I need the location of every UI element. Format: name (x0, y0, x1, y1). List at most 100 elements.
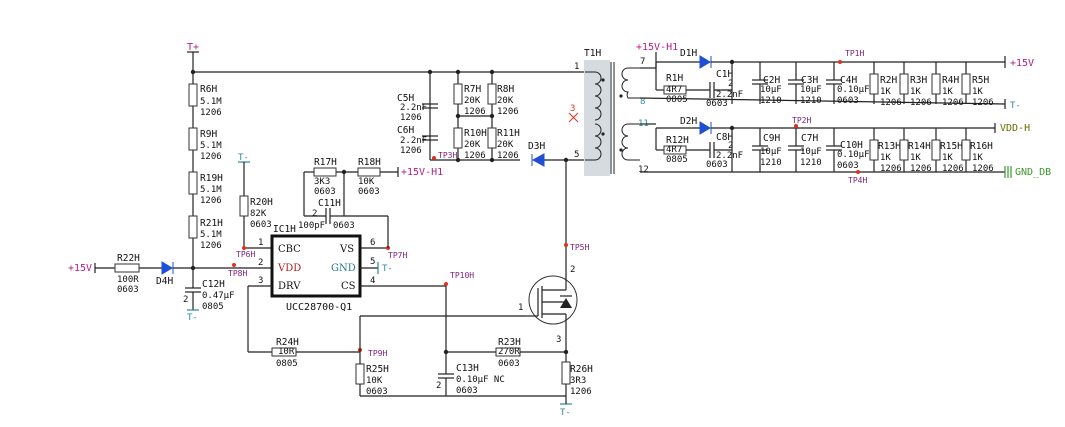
svg-text:0603: 0603 (706, 99, 728, 109)
svg-text:3K3: 3K3 (314, 177, 330, 187)
resistor-r10h: R10H 20K 1206 (464, 128, 487, 161)
t-plus-net: T+ (187, 42, 199, 72)
svg-text:2: 2 (436, 381, 441, 391)
svg-text:2: 2 (728, 141, 733, 151)
svg-text:5.1M: 5.1M (200, 97, 222, 107)
svg-text:R7H: R7H (464, 84, 481, 95)
svg-text:5: 5 (370, 257, 375, 267)
svg-text:1210: 1210 (800, 158, 822, 168)
svg-text:R14H: R14H (908, 141, 931, 152)
svg-text:1206: 1206 (972, 98, 994, 108)
svg-text:1206: 1206 (942, 98, 964, 108)
svg-text:D4H: D4H (156, 276, 173, 287)
svg-text:1210: 1210 (800, 96, 822, 106)
capacitor-c8h: C8H 2 2.2nF 0603 (706, 132, 743, 170)
net-15v-h1: +15V-H1 (401, 167, 443, 178)
capacitor-c5h: C5H 2.2nF 1206 (397, 93, 438, 123)
svg-text:IC1H: IC1H (273, 224, 296, 235)
svg-text:0805: 0805 (276, 359, 298, 369)
svg-text:0603: 0603 (366, 387, 388, 397)
svg-text:10µF: 10µF (800, 147, 822, 157)
svg-text:2.2nF: 2.2nF (716, 151, 743, 161)
svg-text:R17H: R17H (314, 157, 337, 168)
svg-text:4R7: 4R7 (666, 145, 682, 155)
cap-row-2: C9H 10µF 1210 C7H 10µF 1210 C10H 0.10µF … (752, 128, 870, 172)
svg-text:TP10H: TP10H (450, 271, 474, 280)
transformer-t1h: T1H 1 5 3 7 8 11 12 (568, 48, 649, 176)
svg-text:20K: 20K (464, 96, 481, 106)
svg-text:R10H: R10H (464, 128, 487, 139)
svg-text:1206: 1206 (880, 164, 902, 174)
svg-text:1210: 1210 (760, 158, 782, 168)
svg-text:0.10µF: 0.10µF (837, 150, 870, 160)
net-plus15v-in: +15V (68, 263, 92, 274)
svg-text:1206: 1206 (200, 108, 222, 118)
svg-text:1206: 1206 (200, 152, 222, 162)
svg-text:TP2H: TP2H (792, 116, 811, 125)
svg-text:+15V-H1: +15V-H1 (636, 42, 678, 53)
capacitor-c13h: C13H 0.10µF NC 0603 2 (436, 352, 505, 396)
svg-text:R23H: R23H (498, 337, 521, 348)
svg-text:CS: CS (341, 281, 356, 292)
svg-text:5.1M: 5.1M (200, 230, 222, 240)
svg-text:T-: T- (560, 408, 571, 418)
svg-text:R11H: R11H (497, 128, 520, 139)
svg-text:100pF: 100pF (298, 221, 325, 231)
diode-d3h: D3H (528, 141, 545, 167)
svg-text:T1H: T1H (584, 48, 601, 59)
svg-text:CBC: CBC (278, 244, 301, 255)
svg-text:0603: 0603 (706, 160, 728, 170)
svg-text:2.2nF: 2.2nF (716, 90, 743, 100)
resistor-r7h: R7H 20K 1206 (464, 84, 486, 117)
svg-text:D3H: D3H (528, 141, 545, 152)
capacitor-c11h: C11H 100pF 0603 2 (298, 198, 355, 231)
svg-text:VDD: VDD (277, 263, 301, 274)
svg-text:2: 2 (728, 79, 733, 89)
svg-text:UCC28700-Q1: UCC28700-Q1 (286, 302, 352, 313)
resistor-r8h: R8H 20K 1206 (497, 84, 519, 117)
svg-text:R20H: R20H (250, 197, 273, 208)
svg-text:1K: 1K (972, 87, 983, 97)
svg-text:R15H: R15H (940, 141, 963, 152)
resistor-r26h: R26H 3R3 1206 (561, 361, 593, 397)
svg-text:1206: 1206 (200, 196, 222, 206)
svg-text:5.1M: 5.1M (200, 185, 222, 195)
svg-text:1K: 1K (972, 153, 983, 163)
diode-d1h: D1H (680, 48, 712, 69)
res-row-2: R13H 1K 1206 R14H 1K 1206 R15H 1K 1206 R… (869, 128, 994, 174)
resistor-r18h: R18H 10K 0603 (357, 157, 381, 197)
svg-text:10µF: 10µF (760, 147, 782, 157)
svg-text:C10H: C10H (840, 140, 863, 151)
svg-text:TP7H: TP7H (388, 251, 407, 260)
svg-text:1206: 1206 (200, 241, 222, 251)
resistor-r9h: R9H 5.1M 1206 (188, 127, 222, 162)
svg-text:2: 2 (183, 295, 188, 305)
svg-text:R25H: R25H (366, 364, 389, 375)
svg-text:0603: 0603 (314, 187, 336, 197)
svg-text:DRV: DRV (278, 281, 301, 292)
svg-text:TP4H: TP4H (848, 176, 867, 185)
svg-text:0805: 0805 (666, 155, 688, 165)
svg-text:4R7: 4R7 (666, 85, 682, 95)
svg-text:R12H: R12H (666, 135, 689, 146)
svg-text:0805: 0805 (666, 95, 688, 105)
svg-text:0603: 0603 (837, 96, 859, 106)
svg-text:TP9H: TP9H (368, 349, 387, 358)
svg-text:0603: 0603 (250, 220, 272, 230)
svg-text:270R: 270R (498, 347, 520, 357)
svg-text:1206: 1206 (400, 113, 422, 123)
svg-text:0603: 0603 (837, 161, 859, 171)
resistor-r25h: R25H 10K 0603 (355, 352, 389, 397)
svg-text:82K: 82K (250, 209, 267, 219)
svg-text:R6H: R6H (200, 84, 217, 95)
svg-text:R8H: R8H (497, 84, 514, 95)
svg-text:R22H: R22H (117, 253, 140, 264)
svg-text:D1H: D1H (680, 48, 697, 59)
svg-text:0603: 0603 (456, 386, 478, 396)
gnd-db-symbol: GND_DB (1004, 166, 1051, 178)
svg-text:1206: 1206 (910, 98, 932, 108)
svg-text:0.47µF: 0.47µF (202, 291, 235, 301)
svg-text:GND: GND (331, 263, 356, 274)
svg-text:1206: 1206 (570, 387, 592, 397)
svg-text:1K: 1K (910, 153, 921, 163)
